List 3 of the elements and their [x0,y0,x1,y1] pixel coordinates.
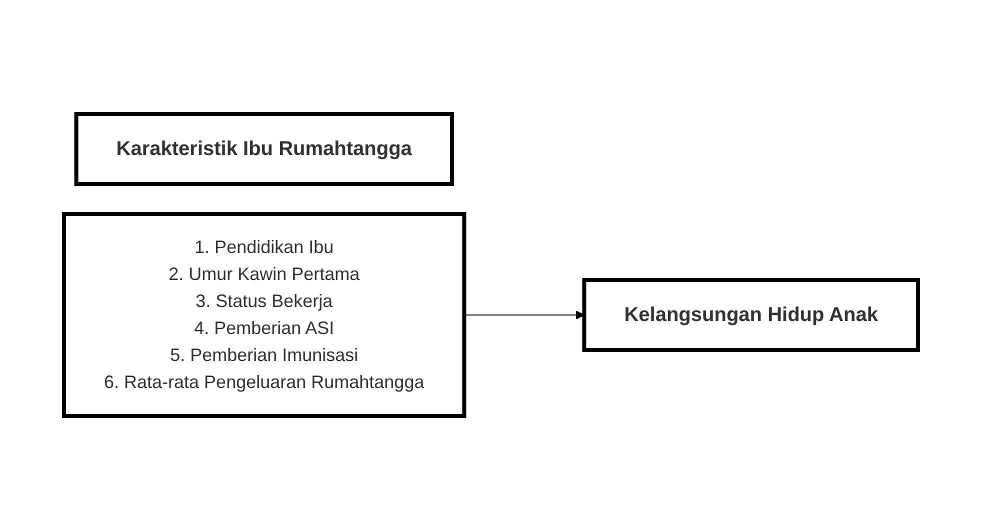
node-box: 1. Pendidikan Ibu 2. Umur Kawin Pertama 3. Status Bekerja 4. Pemberian ASI 5. Pemberian Imunisasi 6. Rata-rata Pengeluaran Rumahtangga [62,212,466,418]
node-box: Kelangsungan Hidup Anak [582,278,920,352]
node-box: Karakteristik Ibu Rumahtangga [74,112,454,186]
